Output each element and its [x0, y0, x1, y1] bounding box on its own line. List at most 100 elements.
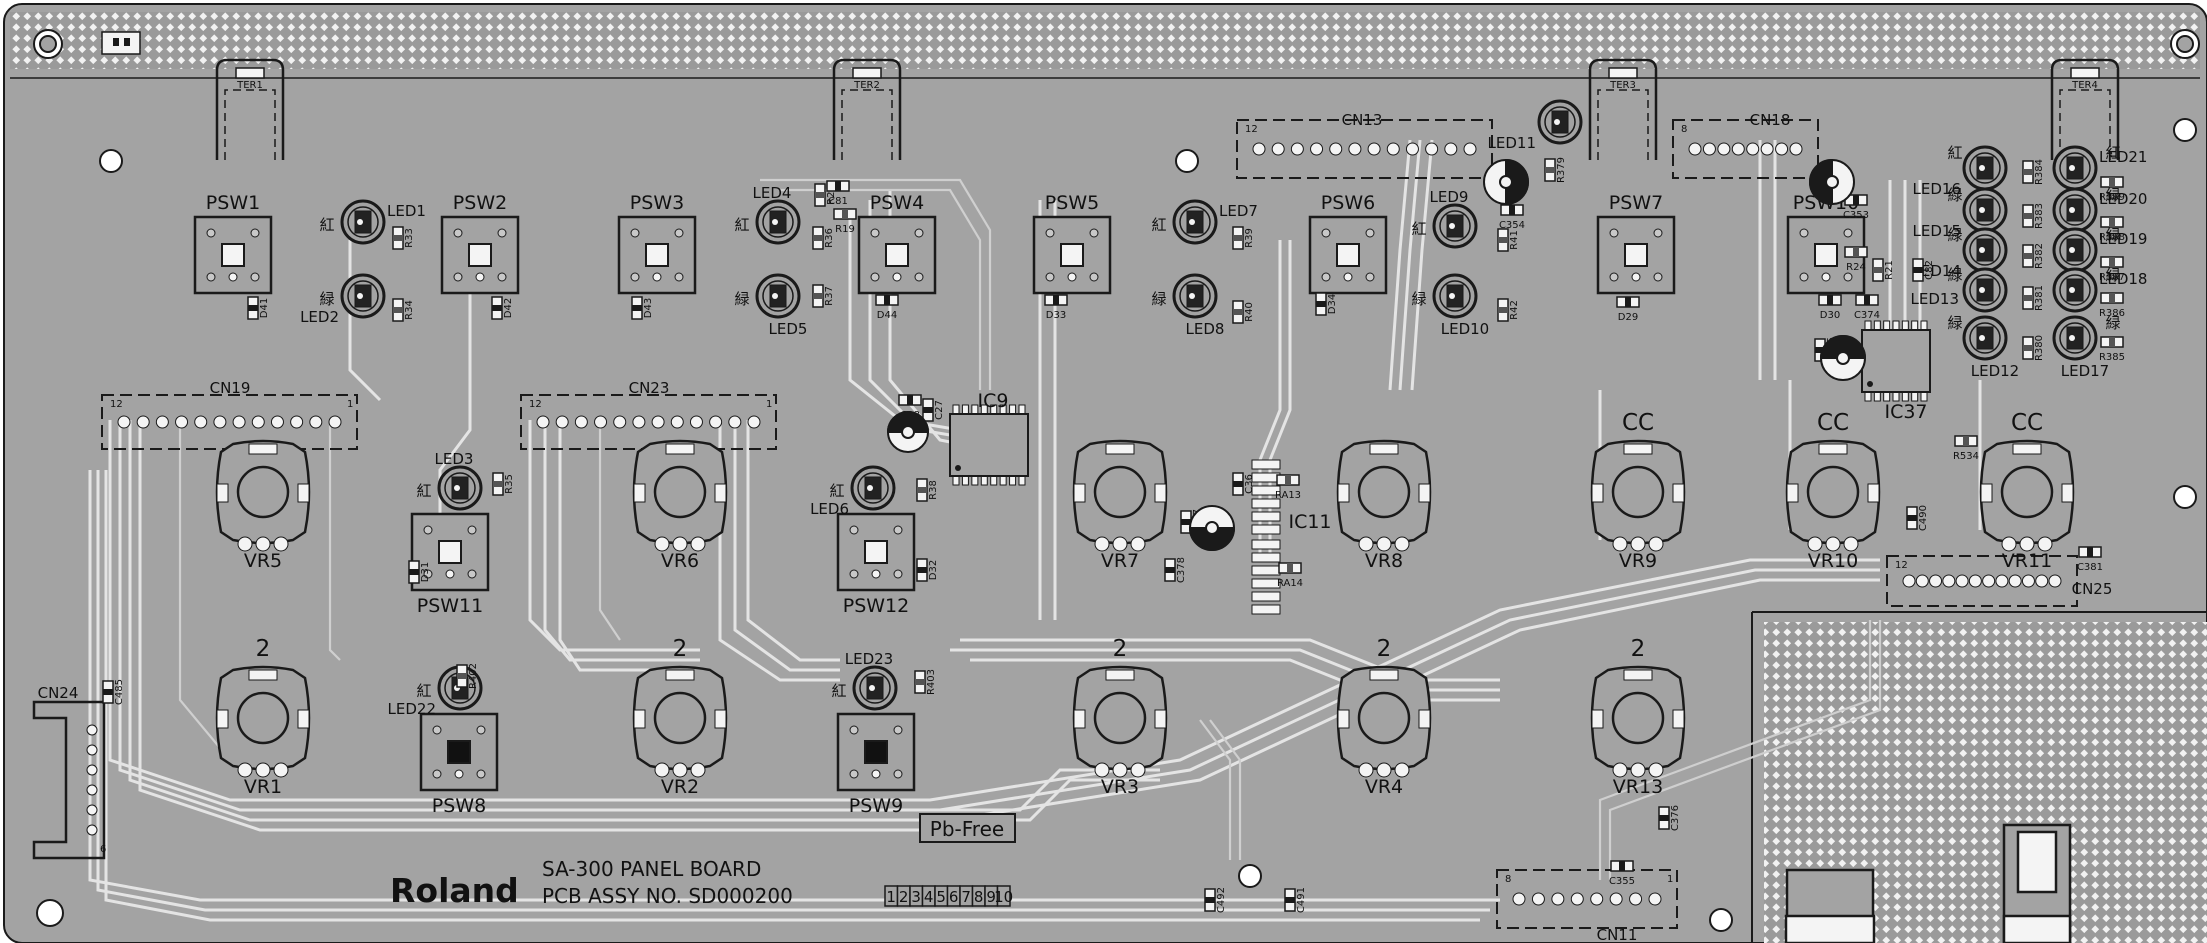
led-color-mark: 紅 [1151, 216, 1166, 234]
part-r33: R33 [392, 226, 415, 250]
switch-psw3: PSW3 [617, 192, 697, 295]
part-label: D29 [1618, 312, 1638, 323]
pot-label: VR2 [661, 776, 699, 798]
part-label: R382 [2034, 243, 2045, 269]
connector-pin-right: 1 [766, 399, 772, 410]
assy-number: PCB ASSY NO. SD000200 [542, 884, 793, 908]
part-r402: R402 [456, 663, 479, 689]
led-label: LED20 [2099, 190, 2147, 208]
pot-top-mark: 2 [1113, 636, 1128, 662]
electrolytic-capacitors [886, 158, 1867, 551]
part-r20: R20 [814, 183, 837, 207]
led-label: LED15 [1913, 222, 1961, 240]
pot-top-mark: CC [1817, 410, 1849, 436]
part-r403: R403 [914, 669, 937, 695]
part-label: D32 [928, 560, 939, 580]
part-r24: R24 [1844, 246, 1868, 273]
part-label: C82 [1924, 260, 1935, 280]
switch-psw6: PSW6 [1308, 192, 1388, 295]
part-label: C355 [1609, 876, 1635, 887]
connector-pin-left: 12 [1245, 124, 1258, 135]
part-r40: R40 [1232, 300, 1255, 324]
led-color-mark: 緑 [1151, 290, 1166, 308]
led-label: LED12 [1971, 362, 2019, 380]
part-d31: D31 [408, 560, 431, 584]
part-label: D31 [420, 562, 431, 582]
part-label: D34 [1327, 294, 1338, 314]
led-label: LED18 [2099, 270, 2147, 288]
part-r38: R38 [916, 478, 939, 502]
switch-psw12: PSW12 [836, 512, 916, 617]
part-c36: C36 [1232, 472, 1255, 496]
number-box-label: 3 [911, 888, 921, 906]
part-c355: C355 [1609, 860, 1635, 887]
part-d32: D32 [916, 558, 939, 582]
part-c354: C354 [1499, 204, 1525, 231]
part-label: R42 [1509, 300, 1520, 320]
led-color-mark: 紅 [734, 216, 749, 234]
part-label: C36 [1244, 474, 1255, 494]
terminal-ter2: TER2 [832, 58, 902, 160]
switch-label: PSW9 [849, 795, 903, 817]
part-r42: R42 [1497, 298, 1520, 322]
part-label: D44 [877, 310, 897, 321]
pot-vr7: VR7 [1072, 439, 1168, 572]
part-d29: D29 [1616, 296, 1640, 323]
part-label: R21 [1884, 260, 1895, 280]
part-r382: R382 [2022, 243, 2045, 269]
part-r383: R383 [2022, 203, 2045, 229]
connector-label: CN24 [38, 684, 79, 702]
part-label: R389 [2099, 192, 2125, 203]
pbfree-label: Pb-Free [930, 817, 1004, 841]
switch-label: PSW4 [870, 192, 924, 214]
pot-top-mark: CC [2011, 410, 2043, 436]
led-label: LED4 [753, 184, 792, 202]
part-c376: C376 [1658, 805, 1681, 831]
switch-label: PSW6 [1321, 192, 1375, 214]
led-color-mark: 紅 [831, 682, 846, 700]
ic-ic37: IC37 [1861, 320, 1931, 423]
part-d33: D33 [1044, 294, 1068, 321]
part-d42: D42 [491, 296, 514, 320]
ic-label: IC9 [978, 390, 1009, 412]
led-color-mark: 緑 [734, 290, 749, 308]
part-r381: R381 [2022, 285, 2045, 311]
pot-label: VR9 [1619, 550, 1657, 572]
part-label: R403 [926, 669, 937, 695]
part-ra14: RA14 [1277, 562, 1303, 589]
part-label: R388 [2099, 232, 2125, 243]
part-label: C491 [1296, 887, 1307, 913]
part-r385: R385 [2099, 336, 2125, 363]
part-label: D43 [643, 298, 654, 318]
led-color-mark: 緑 [2105, 314, 2120, 332]
part-r21: R21 [1872, 258, 1895, 282]
led-led11: LED11 [1488, 99, 1583, 152]
pot-top-mark: 2 [673, 636, 688, 662]
part-r36: R36 [812, 226, 835, 250]
switch-psw4: PSW4 [857, 192, 937, 295]
part-label: R20 [826, 185, 837, 205]
led-label: LED10 [1441, 320, 1489, 338]
connector-label: CN18 [1750, 111, 1791, 129]
pot-vr2: VR2 2 [632, 636, 728, 798]
connector-pin-left: 8 [1505, 874, 1511, 885]
pot-label: VR6 [661, 550, 699, 572]
switch-label: PSW3 [630, 192, 684, 214]
part-d30: D30 [1818, 294, 1842, 321]
part-c82: C82 [1912, 258, 1935, 282]
terminal-ter1: TER1 [215, 58, 285, 160]
led-color-mark: 緑 [1947, 314, 1962, 332]
part-label: R383 [2034, 203, 2045, 229]
led-color-mark: 緑 [2105, 226, 2120, 244]
led-label: LED22 [388, 700, 436, 718]
